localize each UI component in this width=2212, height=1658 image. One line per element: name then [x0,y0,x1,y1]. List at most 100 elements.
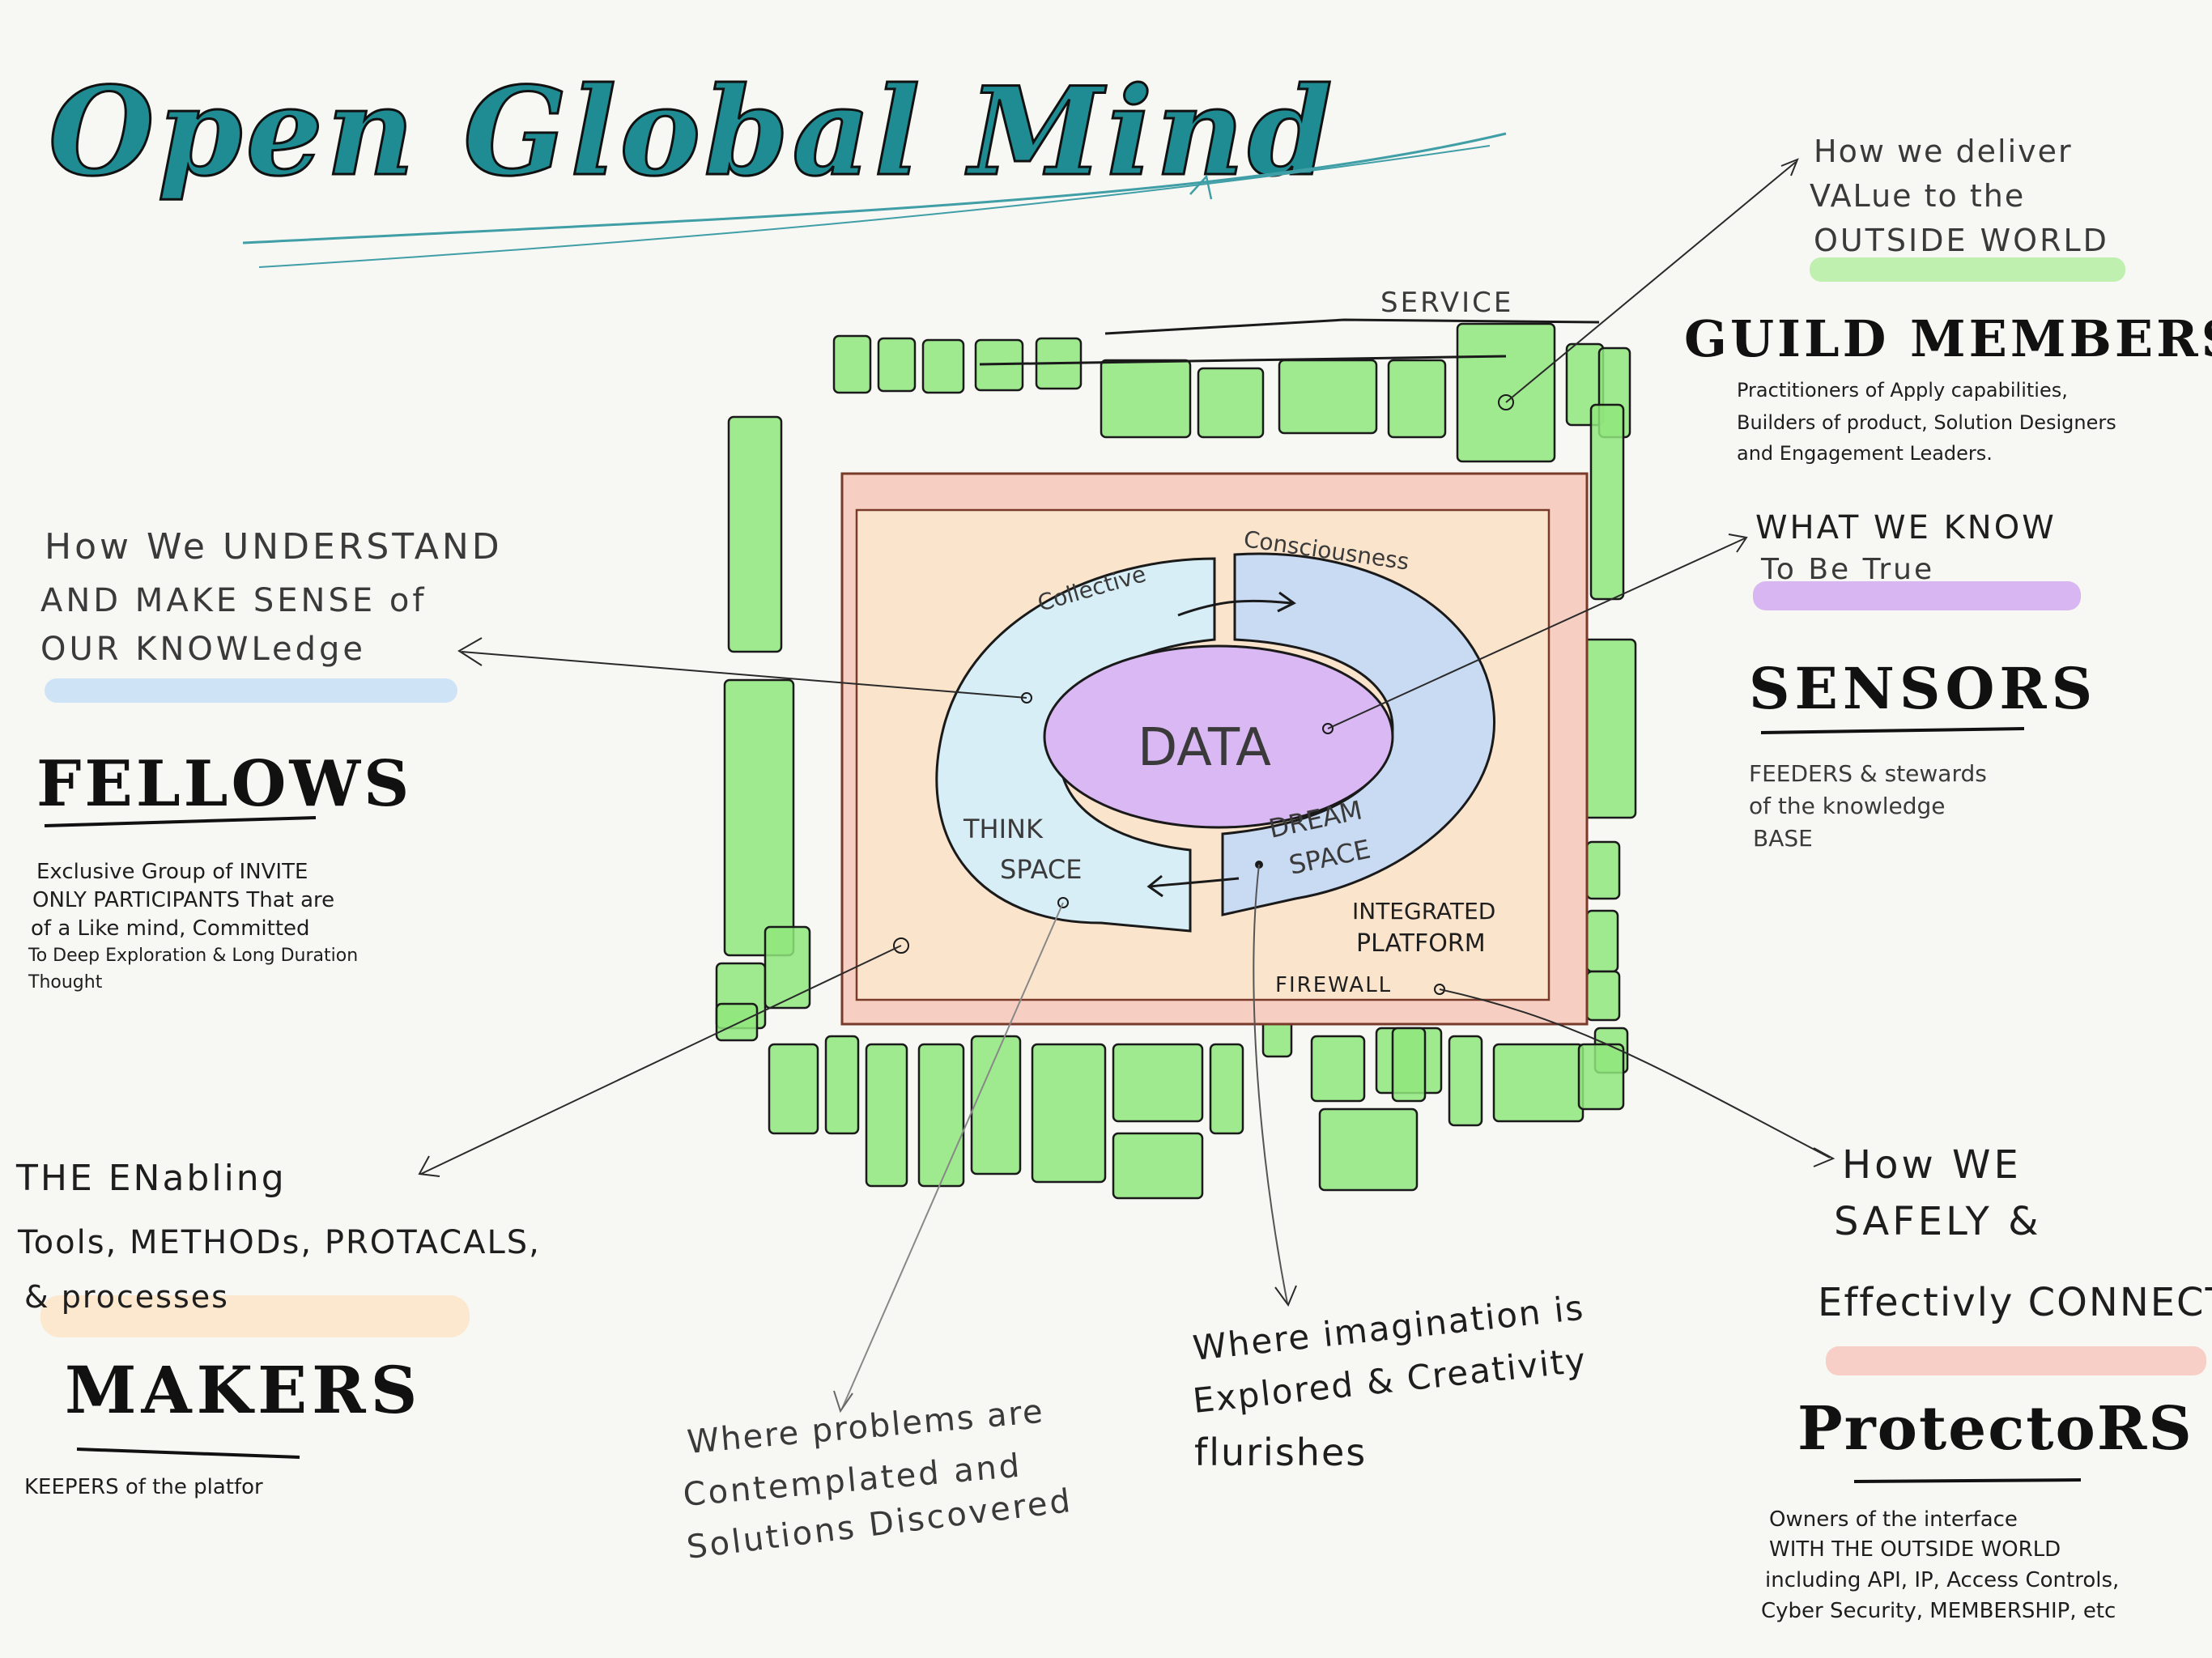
flow-arrow-right [1177,591,1296,617]
service-block-33 [1261,1018,1293,1058]
sensors-underline [1760,727,2025,734]
service-block-21 [1585,909,1619,973]
deliver-line-3: OUTSIDE WORLD [1814,223,2109,258]
arrow-makers-to-enabling [420,945,902,1175]
sensors-desc-2: of the knowledge [1749,793,1946,819]
makers-title: MAKERS [65,1352,422,1428]
role-protectors: ProtectoRS Owners of the interface WITH … [1761,1394,2193,1623]
service-block-20 [1585,840,1621,900]
annotation-imagination: Where imagination is Explored & Creativi… [1191,1287,1589,1474]
service-block-37 [1391,1027,1427,1103]
service-ring-blocks [715,322,1637,1200]
page-title: Open Global Mind [49,61,1336,203]
marker-guild [1498,394,1514,410]
guild-desc-1: Practitioners of Apply capabilities, [1737,379,2068,402]
service-block-26 [865,1043,908,1188]
highlight-understand [45,678,457,703]
role-sensors: SENSORS FEEDERS & stewards of the knowle… [1749,655,2097,852]
fellows-desc-5: Thought [28,972,103,993]
deliver-line-2: VALue to the [1810,178,2025,214]
makers-underline [76,1448,300,1459]
role-guild: GUILD MEMBERS Practitioners of Apply cap… [1684,309,2212,465]
marker-firewall [1434,984,1445,995]
protectors-title: ProtectoRS [1797,1394,2193,1464]
annotation-deliver: How we deliver VALue to the OUTSIDE WORL… [1810,134,2109,258]
integrated-platform-label-1: INTEGRATED [1352,898,1495,925]
role-fellows: FELLOWS Exclusive Group of INVITE ONLY P… [28,747,409,993]
makers-desc-1: KEEPERS of the platfor [24,1475,263,1499]
enabling-line-1: THE ENabling [15,1158,287,1199]
service-label: SERVICE [1380,287,1513,319]
service-block-16 [715,1002,759,1042]
fellows-underline [44,816,317,827]
sensors-title: SENSORS [1749,655,2097,722]
highlight-enabling [40,1295,470,1337]
service-block-40 [1577,1043,1625,1111]
understand-line-3: OUR KNOWLedge [40,631,366,668]
service-block-22 [1585,970,1621,1022]
annotation-problems: Where problems are Contemplated and Solu… [682,1393,1074,1567]
service-block-32 [1209,1043,1244,1135]
know-line-2: To Be True [1760,553,1934,586]
sensors-desc-1: FEEDERS & stewards [1749,760,1987,787]
service-block-30 [1112,1043,1204,1123]
data-label: DATA [1138,718,1271,778]
title-underline-2 [258,145,1491,268]
highlight-deliver [1810,257,2125,282]
service-block-18 [1589,403,1625,601]
service-block-25 [824,1035,860,1135]
service-block-31 [1112,1132,1204,1200]
connect-line-2: SAFELY & [1834,1199,2042,1244]
service-block-34 [1310,1035,1366,1103]
enabling-line-3: & processes [24,1279,229,1315]
core-ovals [893,394,1514,995]
protectors-desc-2: WITH THE OUTSIDE WORLD [1769,1537,2061,1562]
connect-line-3: Effectivly CONNECT [1818,1280,2212,1325]
service-outline [979,318,1600,366]
service-block-14 [723,678,795,957]
service-block-29 [1031,1043,1107,1184]
fellows-desc-3: of a Like mind, Committed [31,916,310,941]
marker-makers [893,937,909,954]
highlight-connect [1826,1346,2206,1375]
arrow-collective-to-understand [461,651,1027,699]
protectors-desc-4: Cyber Security, MEMBERSHIP, etc [1761,1599,2116,1623]
consciousness-dream-ring [1221,552,1495,916]
know-line-1: WHAT WE KNOW [1755,509,2057,546]
highlights [40,257,2206,1375]
service-block-24 [768,1043,819,1135]
integrated-platform-label-2: PLATFORM [1356,929,1486,958]
highlight-know [1753,581,2081,610]
fellows-desc-2: ONLY PARTICIPANTS That are [32,888,334,912]
fellows-desc-4: To Deep Exploration & Long Duration [28,946,358,966]
service-block-13 [727,415,783,653]
service-block-19 [1581,638,1637,819]
guild-title: GUILD MEMBERS [1684,309,2212,368]
marker-data [1322,723,1334,734]
role-makers: MAKERS KEEPERS of the platfor [24,1352,422,1499]
service-block-39 [1492,1043,1585,1123]
annotation-know: WHAT WE KNOW To Be True [1755,509,2057,586]
service-block-28 [970,1035,1022,1175]
marker-think [1057,897,1069,908]
understand-line-1: How We UNDERSTAND [45,526,503,568]
service-block-17 [764,925,811,1010]
think-space-label-2: SPACE [1000,854,1082,885]
firewall-label: FIREWALL [1275,973,1392,997]
flow-arrow-left [1146,874,1240,898]
connect-line-1: How WE [1842,1142,2022,1188]
annotation-understand: How We UNDERSTAND AND MAKE SENSE of OUR … [40,526,503,668]
service-block-6 [1100,359,1192,439]
service-block-1 [832,334,872,394]
service-block-3 [921,338,965,394]
guild-desc-2: Builders of product, Solution Designers [1737,411,2116,434]
protectors-desc-1: Owners of the interface [1769,1507,2018,1532]
arrow-dream-to-imagination [1253,864,1288,1304]
arrow-data-to-know [1327,538,1746,729]
service-block-2 [877,337,917,393]
annotation-connect: How WE SAFELY & Effectivly CONNECT [1818,1142,2212,1325]
understand-line-2: AND MAKE SENSE of [40,582,427,619]
arrow-firewall-to-connect [1439,988,1831,1158]
title-group: Open Global Mind [48,60,1507,268]
service-block-38 [1448,1035,1483,1127]
